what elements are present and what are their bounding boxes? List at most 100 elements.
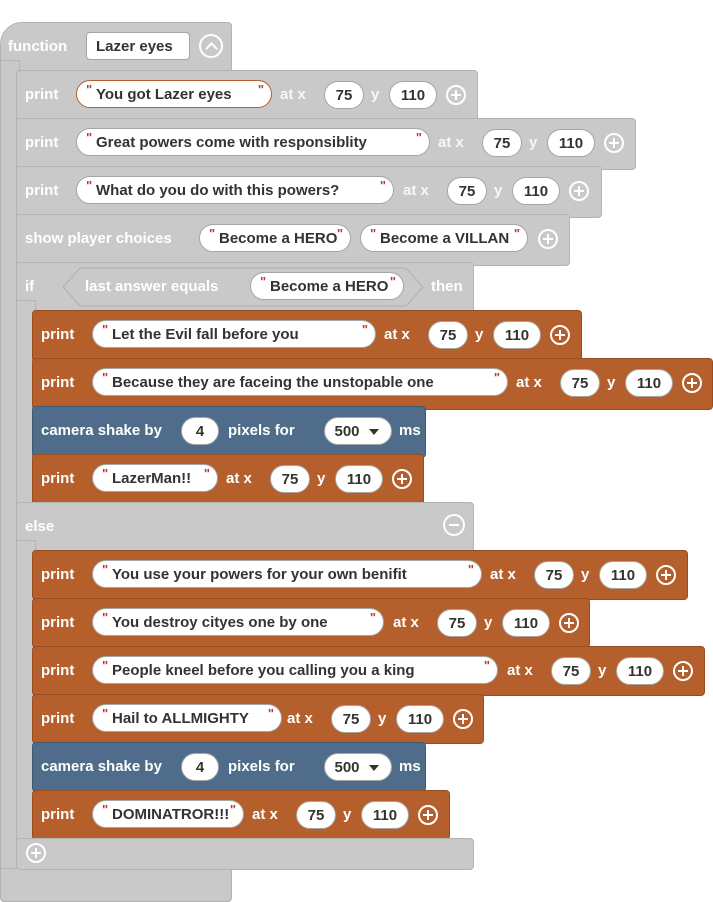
x-field[interactable]: 75 [270,465,310,493]
y-value: 110 [400,87,426,104]
y-label: y [598,662,607,679]
y-field[interactable]: 110 [512,177,560,205]
add-param-plus-icon[interactable] [569,181,589,201]
x-field[interactable]: 75 [534,561,574,589]
x-field[interactable]: 75 [437,609,477,637]
print-keyword: print [25,86,59,103]
if-keyword: if [25,278,35,295]
y-field[interactable]: 110 [502,609,550,637]
close-quote-icon: " [369,610,376,625]
x-value: 75 [493,135,511,152]
print-text-field[interactable]: " You use your powers for your own benif… [92,560,482,588]
shake-amount-field[interactable]: 4 [181,417,219,445]
x-value: 75 [545,567,563,584]
print-text-field[interactable]: " Great powers come with responsiblity " [76,128,430,156]
add-param-plus-icon[interactable] [604,133,624,153]
print-keyword: print [25,134,59,151]
print-text-field[interactable]: " You destroy cityes one by one " [92,608,384,636]
shake-duration-dropdown[interactable]: 500 [324,417,392,445]
add-param-plus-icon[interactable] [453,709,473,729]
x-field[interactable]: 75 [331,705,371,733]
y-label: y [484,614,493,631]
print-text-field[interactable]: " You got Lazer eyes " [76,80,272,108]
add-param-plus-icon[interactable] [392,469,412,489]
print-text-field[interactable]: " Let the Evil fall before you " [92,320,376,348]
collapse-chevron-icon[interactable] [199,34,223,58]
open-quote-icon: " [102,562,109,577]
pixels-for-label: pixels for [228,422,295,439]
y-value: 110 [407,711,433,728]
condition-label: last answer equals [85,278,219,295]
close-quote-icon: " [361,322,368,337]
add-param-plus-icon[interactable] [550,325,570,345]
function-name-field[interactable]: Lazer eyes [86,32,190,60]
at-x-label: at x [226,470,252,487]
x-field[interactable]: 75 [296,801,336,829]
print-text-field[interactable]: " LazerMan!! " [92,464,218,492]
add-param-plus-icon[interactable] [559,613,579,633]
y-field[interactable]: 110 [361,801,409,829]
print-text-field[interactable]: " Because they are faceing the unstopabl… [92,368,508,396]
x-field[interactable]: 75 [482,129,522,157]
open-quote-icon: " [370,226,377,241]
print-text-field[interactable]: " What do you do with this powers? " [76,176,394,204]
y-label: y [475,326,484,343]
open-quote-icon: " [86,82,93,97]
y-label: y [378,710,387,727]
y-field[interactable]: 110 [396,705,444,733]
x-field[interactable]: 75 [551,657,591,685]
at-x-label: at x [280,86,306,103]
choice-option-2[interactable]: " Become a VILLAN " [360,224,528,252]
y-label: y [529,134,538,151]
y-label: y [371,86,380,103]
add-param-plus-icon[interactable] [673,661,693,681]
x-field[interactable]: 75 [324,81,364,109]
open-quote-icon: " [102,658,109,673]
remove-else-minus-icon[interactable] [443,514,465,536]
add-param-plus-icon[interactable] [682,373,702,393]
add-param-plus-icon[interactable] [418,805,438,825]
pixels-for-label: pixels for [228,758,295,775]
dropdown-caret-icon [369,429,379,435]
y-field[interactable]: 110 [625,369,673,397]
at-x-label: at x [252,806,278,823]
choice-option-1[interactable]: " Become a HERO " [199,224,351,252]
y-field[interactable]: 110 [616,657,664,685]
open-quote-icon: " [102,370,109,385]
y-field[interactable]: 110 [335,465,383,493]
shake-amount-field[interactable]: 4 [181,753,219,781]
add-else-if-plus-icon[interactable] [26,843,46,863]
open-quote-icon: " [102,610,109,625]
x-field[interactable]: 75 [447,177,487,205]
print-keyword: print [41,806,75,823]
print-keyword: print [41,614,75,631]
y-value: 110 [610,567,636,584]
at-x-label: at x [438,134,464,151]
y-field[interactable]: 110 [599,561,647,589]
y-field[interactable]: 110 [493,321,541,349]
print-text-field[interactable]: " DOMINATROR!!! " [92,800,244,828]
y-label: y [317,470,326,487]
print-text-field[interactable]: " People kneel before you calling you a … [92,656,498,684]
print-text-value: Hail to ALLMIGHTY [112,710,249,727]
x-value: 75 [439,327,457,344]
x-field[interactable]: 75 [560,369,600,397]
condition-value-field[interactable]: " Become a HERO " [250,272,404,300]
add-param-plus-icon[interactable] [656,565,676,585]
print-text-value: LazerMan!! [112,470,192,487]
then-keyword: then [431,278,463,295]
ms-label: ms [399,758,421,775]
close-quote-icon: " [483,658,490,673]
y-field[interactable]: 110 [547,129,595,157]
shake-duration-dropdown[interactable]: 500 [324,753,392,781]
x-field[interactable]: 75 [428,321,468,349]
x-value: 75 [335,87,353,104]
close-quote-icon: " [336,226,343,241]
else-bar[interactable] [16,502,474,552]
at-x-label: at x [490,566,516,583]
print-text-field[interactable]: " Hail to ALLMIGHTY " [92,704,282,732]
add-choice-plus-icon[interactable] [538,229,558,249]
add-param-plus-icon[interactable] [446,85,466,105]
y-field[interactable]: 110 [389,81,437,109]
x-value: 75 [562,663,580,680]
